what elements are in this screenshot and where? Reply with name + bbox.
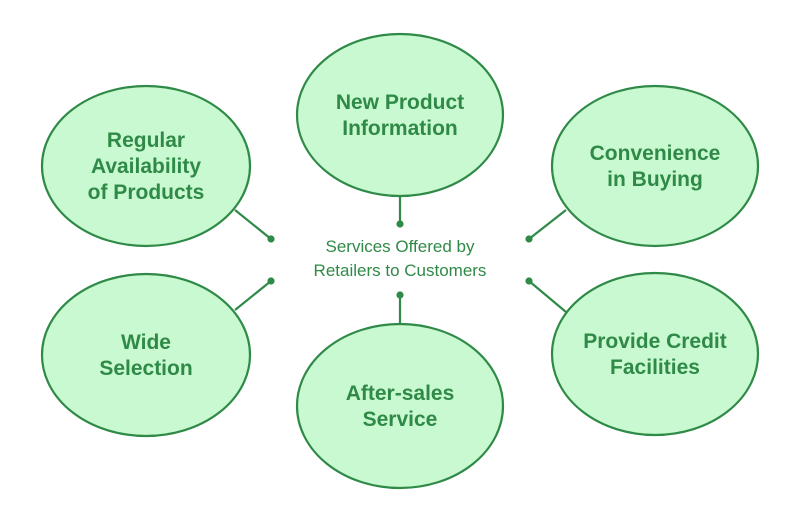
label-wide-selection-line-2: Selection bbox=[99, 357, 192, 380]
label-new-product-information-line-1: New Product bbox=[336, 91, 464, 114]
label-regular-availability-of-products-line-2: Availability bbox=[91, 155, 201, 178]
label-provide-credit-facilities-line-1: Provide Credit bbox=[583, 330, 727, 353]
bubble-regular-availability-of-products bbox=[40, 84, 252, 248]
label-after-sales-service-line-2: Service bbox=[363, 408, 438, 431]
label-regular-availability-of-products-line-1: Regular bbox=[107, 129, 185, 152]
label-after-sales-service-line-1: After-sales bbox=[346, 382, 455, 405]
bubble-provide-credit-facilities bbox=[550, 271, 760, 437]
connector-dot-wide-selection bbox=[267, 277, 275, 285]
label-convenience-in-buying-line-1: Convenience bbox=[590, 142, 721, 165]
bubble-wide-selection bbox=[40, 272, 252, 438]
connector-dot-convenience-in-buying bbox=[525, 235, 533, 243]
connector-dot-provide-credit-facilities bbox=[525, 277, 533, 285]
center-title-line-1: Services Offered by bbox=[326, 237, 475, 256]
connector-dot-new-product-information bbox=[396, 220, 404, 228]
bubble-convenience-in-buying bbox=[550, 84, 760, 248]
bubble-new-product-information bbox=[295, 32, 505, 198]
label-regular-availability-of-products-line-3: of Products bbox=[88, 181, 205, 204]
connector-dot-regular-availability-of-products bbox=[267, 235, 275, 243]
connector-regular-availability-of-products bbox=[234, 209, 272, 240]
center-title-line-2: Retailers to Customers bbox=[314, 261, 487, 280]
connectors bbox=[234, 196, 567, 324]
label-convenience-in-buying-line-2: in Buying bbox=[607, 168, 703, 191]
label-new-product-information-line-2: Information bbox=[342, 117, 458, 140]
connector-dot-after-sales-service bbox=[396, 291, 404, 299]
label-wide-selection-line-1: Wide bbox=[121, 331, 171, 354]
label-provide-credit-facilities-line-2: Facilities bbox=[610, 356, 700, 379]
node-convenience-in-buying: Convenience in Buying bbox=[550, 84, 760, 248]
bubble-after-sales-service bbox=[295, 322, 505, 490]
connector-wide-selection bbox=[234, 280, 272, 311]
connector-provide-credit-facilities bbox=[528, 280, 567, 313]
connector-convenience-in-buying bbox=[528, 209, 567, 240]
